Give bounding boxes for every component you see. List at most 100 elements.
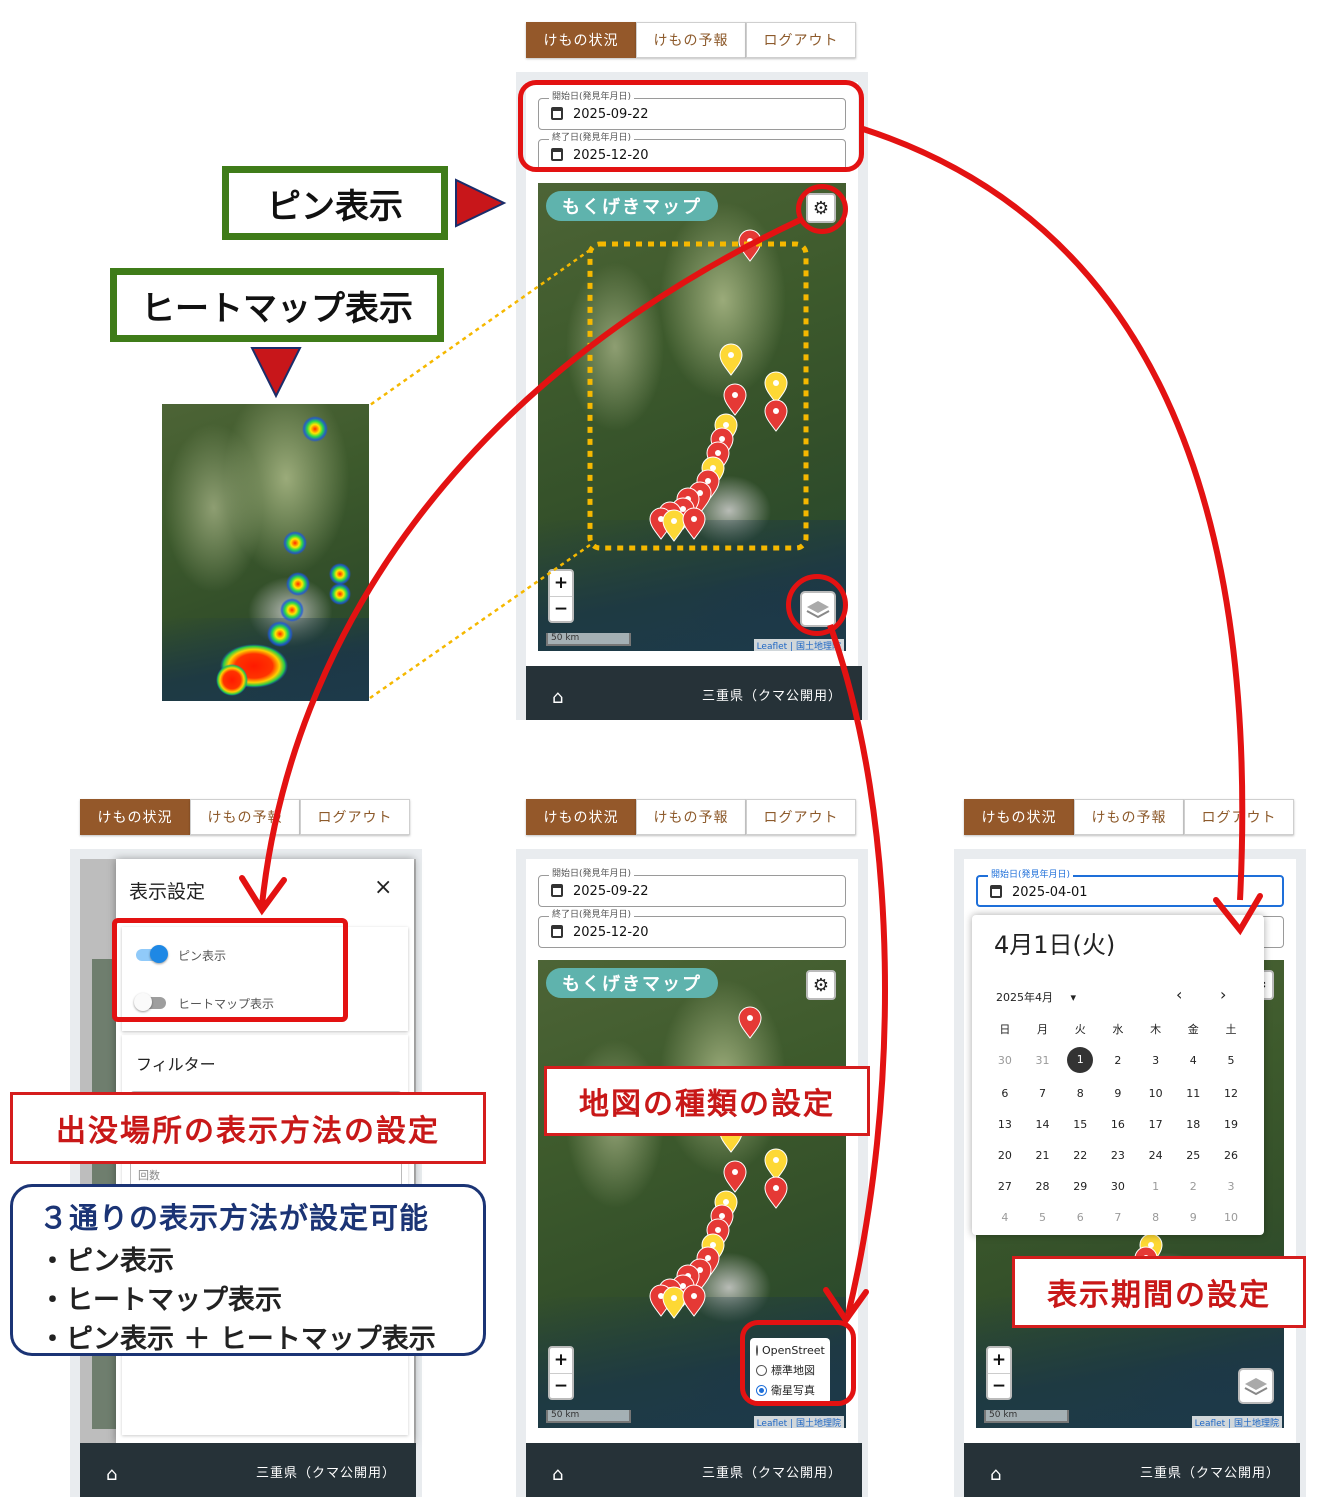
map-pin-icon[interactable] (719, 343, 743, 376)
attribution-leaflet[interactable]: Leaflet (1194, 1419, 1226, 1428)
end-date-field[interactable]: 終了日(発見年月日) 2025-12-20 (538, 132, 846, 171)
calendar-day[interactable]: 24 (1148, 1149, 1163, 1162)
chevron-left-icon[interactable]: ‹ (1176, 985, 1183, 1004)
chevron-down-icon[interactable]: ▾ (1070, 991, 1077, 1004)
calendar-day[interactable]: 2 (1114, 1054, 1122, 1067)
calendar-day[interactable]: 21 (1035, 1149, 1050, 1162)
map-pin-icon[interactable] (738, 1006, 762, 1039)
attribution-leaflet[interactable]: Leaflet (756, 1419, 788, 1428)
calendar-day[interactable]: 1 (1152, 1180, 1160, 1193)
map-pin-icon[interactable] (682, 1284, 706, 1317)
calendar-day[interactable]: 6 (1076, 1211, 1084, 1224)
zoom-in-button[interactable]: + (991, 1350, 1007, 1370)
zoom-out-button[interactable]: − (550, 596, 572, 622)
calendar-day[interactable]: 7 (1039, 1087, 1047, 1100)
settings-gear-icon[interactable]: ⚙ (806, 970, 836, 1000)
calendar-day[interactable]: 8 (1076, 1087, 1084, 1100)
map-pin-icon[interactable] (764, 1148, 788, 1181)
calendar-day[interactable]: 19 (1223, 1118, 1238, 1131)
month-selector[interactable]: 2025年4月 ▾ (996, 989, 1076, 1005)
calendar-day[interactable]: 6 (1001, 1087, 1009, 1100)
attribution-gsi[interactable]: 国土地理院 (795, 642, 841, 651)
calendar-day[interactable]: 13 (997, 1118, 1012, 1131)
tab-kemono-forecast[interactable]: けもの予報 (1074, 799, 1184, 835)
start-date-field[interactable]: 開始日(発見年月日) 2025-04-01 (976, 869, 1284, 907)
calendar-day[interactable]: 3 (1152, 1054, 1160, 1067)
calendar-day[interactable]: 14 (1035, 1118, 1050, 1131)
calendar-day[interactable]: 25 (1186, 1149, 1201, 1162)
calendar-day[interactable]: 2 (1189, 1180, 1197, 1193)
map-attribution[interactable]: Leaflet | 国土地理院 (753, 1416, 844, 1428)
calendar-day[interactable]: 18 (1186, 1118, 1201, 1131)
zoom-out-button[interactable]: − (988, 1373, 1010, 1399)
calendar-day-selected[interactable]: 1 (1067, 1047, 1094, 1073)
attribution-gsi[interactable]: 国土地理院 (795, 1419, 841, 1428)
home-icon[interactable]: ⌂ (552, 687, 564, 708)
attribution-leaflet[interactable]: Leaflet (756, 642, 788, 651)
map-pin-icon[interactable] (764, 399, 788, 432)
zoom-control[interactable]: + − (548, 1346, 574, 1400)
layer-option-standard[interactable]: 標準地図 (756, 1360, 824, 1380)
calendar-day[interactable]: 4 (1001, 1211, 1009, 1224)
calendar-day[interactable]: 10 (1148, 1087, 1163, 1100)
tab-kemono-forecast[interactable]: けもの予報 (636, 22, 746, 58)
map-pin-icon[interactable] (723, 1160, 747, 1193)
map-pin-icon[interactable] (764, 1176, 788, 1209)
calendar-day[interactable]: 9 (1189, 1211, 1197, 1224)
map-pin-icon[interactable] (662, 509, 686, 542)
heatmap-toggle[interactable] (134, 993, 166, 1011)
calendar-day[interactable]: 30 (1110, 1180, 1125, 1193)
pin-toggle[interactable] (136, 945, 168, 963)
calendar-day[interactable]: 15 (1073, 1118, 1088, 1131)
calendar-day[interactable]: 16 (1110, 1118, 1125, 1131)
calendar-day[interactable]: 3 (1227, 1180, 1235, 1193)
map-pin-icon[interactable] (682, 507, 706, 540)
calendar-day[interactable]: 31 (1035, 1054, 1050, 1067)
calendar-day[interactable]: 30 (997, 1054, 1012, 1067)
tab-logout[interactable]: ログアウト (300, 799, 410, 835)
tab-kemono-forecast[interactable]: けもの予報 (190, 799, 300, 835)
calendar-day[interactable]: 27 (997, 1180, 1012, 1193)
calendar-day[interactable]: 7 (1114, 1211, 1122, 1224)
tab-kemono-forecast[interactable]: けもの予報 (636, 799, 746, 835)
calendar-day[interactable]: 20 (997, 1149, 1012, 1162)
tab-kemono-status[interactable]: けもの状況 (80, 799, 190, 835)
tab-kemono-status[interactable]: けもの状況 (526, 799, 636, 835)
zoom-out-button[interactable]: − (550, 1373, 572, 1399)
zoom-in-button[interactable]: + (553, 1350, 569, 1370)
map-pin-icon[interactable] (764, 371, 788, 404)
start-date-field[interactable]: 開始日(発見年月日) 2025-09-22 (538, 868, 846, 907)
calendar-day[interactable]: 5 (1227, 1054, 1235, 1067)
calendar-day[interactable]: 12 (1223, 1087, 1238, 1100)
map-pin-icon[interactable] (723, 383, 747, 416)
calendar-day[interactable]: 11 (1186, 1087, 1201, 1100)
calendar-day[interactable]: 17 (1148, 1118, 1163, 1131)
layer-option-openstreet[interactable]: OpenStreet (756, 1340, 825, 1360)
zoom-control[interactable]: + − (986, 1346, 1012, 1400)
calendar-day[interactable]: 10 (1223, 1211, 1238, 1224)
end-date-field[interactable]: 終了日(発見年月日) 2025-12-20 (538, 909, 846, 948)
zoom-in-button[interactable]: + (553, 573, 569, 593)
radio-openstreet[interactable] (756, 1344, 758, 1356)
chevron-right-icon[interactable]: › (1220, 985, 1227, 1004)
calendar-day[interactable]: 22 (1073, 1149, 1088, 1162)
map-attribution[interactable]: Leaflet | 国土地理院 (753, 639, 844, 651)
map-pin-icon[interactable] (662, 1286, 686, 1319)
calendar-day[interactable]: 9 (1114, 1087, 1122, 1100)
map-pin-icon[interactable] (738, 229, 762, 262)
calendar-day[interactable]: 28 (1035, 1180, 1050, 1193)
start-date-field[interactable]: 開始日(発見年月日) 2025-09-22 (538, 91, 846, 130)
tab-logout[interactable]: ログアウト (746, 22, 856, 58)
tab-logout[interactable]: ログアウト (1184, 799, 1294, 835)
calendar-day[interactable]: 23 (1110, 1149, 1125, 1162)
map-attribution[interactable]: Leaflet | 国土地理院 (1191, 1416, 1282, 1428)
close-icon[interactable]: × (374, 875, 393, 900)
calendar-day[interactable]: 5 (1039, 1211, 1047, 1224)
map-view[interactable]: もくげきマップ ⚙ + − OpenStreet 標準地図 衛星写真 50 km… (538, 960, 846, 1428)
tab-kemono-status[interactable]: けもの状況 (964, 799, 1074, 835)
calendar-day[interactable]: 29 (1073, 1180, 1088, 1193)
tab-kemono-status[interactable]: けもの状況 (526, 22, 636, 58)
calendar-day[interactable]: 26 (1223, 1149, 1238, 1162)
home-icon[interactable]: ⌂ (106, 1464, 118, 1485)
zoom-control[interactable]: + − (548, 569, 574, 623)
